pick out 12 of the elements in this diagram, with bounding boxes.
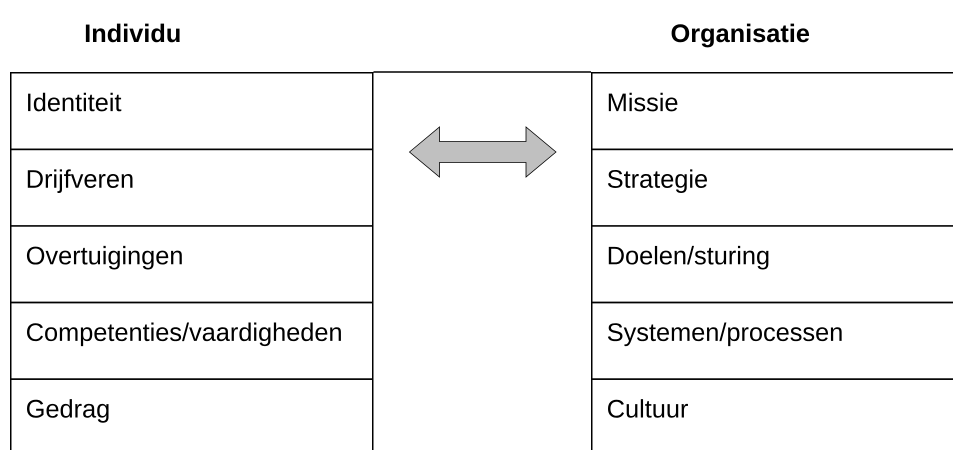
table-cell: Gedrag xyxy=(10,378,374,450)
node-label: Organisatie xyxy=(672,24,810,48)
table-cell: Strategie xyxy=(591,148,953,227)
table-cell: Missie xyxy=(591,72,953,150)
table-cell: Overtuigingen xyxy=(10,225,374,304)
node-label: Individu xyxy=(86,24,180,42)
table-cell: Cultuur xyxy=(591,378,953,450)
table-cell: Systemen/processen xyxy=(591,302,953,380)
table-cell: Competenties/vaardigheden xyxy=(10,302,374,380)
table-cell: Identiteit xyxy=(10,72,374,150)
table-cell: Doelen/sturing xyxy=(591,225,953,304)
table-cell: Drijfveren xyxy=(10,148,374,227)
